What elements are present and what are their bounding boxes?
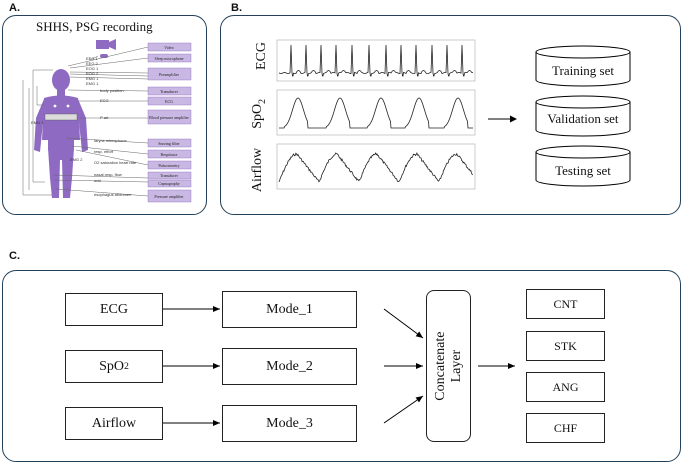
panel-a-frame [2, 15, 207, 215]
label-eeg1: EEG 1 [86, 56, 99, 61]
eq-capnography: Capnography [158, 181, 180, 186]
eq-respitrace: Respitrace [161, 152, 178, 157]
eq-transducer-1: Transducer [160, 89, 179, 94]
label-ecg: ECG [100, 98, 109, 103]
output-ang: ANG [526, 372, 605, 402]
label-emg1-left: EMG 1 [31, 120, 44, 125]
label-larynx: larynx microphone [94, 138, 127, 143]
dataset-cylinder-testing [535, 145, 631, 187]
eq-bp-amplifier: Blood pressure amplifier [149, 115, 189, 120]
label-body-position: body position [100, 88, 124, 93]
eq-snoring: Snoring filter [158, 141, 180, 146]
label-o2: O2 saturation heart rate [94, 160, 137, 165]
input-airflow: Airflow [65, 407, 163, 440]
ecg-plot-frame [276, 39, 476, 82]
human-body-icon [34, 69, 88, 198]
equipment-labels: Video Sleep microphone Preamplifier Tran… [149, 45, 189, 199]
output-chf: CHF [526, 413, 605, 443]
eq-sleep-mic: Sleep microphone [155, 56, 184, 61]
dataset-testing: Testing set [555, 163, 611, 178]
airflow-trace [278, 152, 473, 183]
body-labels: EMG 1 EEG 1 EEG 2 EOG 1 EOG 2 EMG 1 EMG … [31, 56, 137, 197]
arrow-to-datasets [510, 115, 517, 123]
mode-2: Mode_2 [222, 348, 357, 385]
panel-b-label: B. [231, 2, 242, 14]
video-camera-icon [96, 39, 116, 50]
panel-a-label: A. [9, 2, 20, 14]
spo2-plot-frame [276, 89, 476, 136]
dataset-cylinder-validation [535, 95, 631, 137]
arrow-mode3-concat [383, 395, 424, 424]
eq-preamplifier: Preamplifier [159, 72, 180, 77]
arrow-mode1-concat [383, 308, 424, 339]
output-cnt: CNT [526, 289, 605, 319]
output-stk: STK [526, 331, 605, 361]
label-eeg2: EEG 2 [86, 61, 99, 66]
eq-pulsoximetry: Pulsoximetry [158, 163, 179, 168]
dataset-cylinder-training [535, 45, 631, 87]
concatenate-layer: Concatenate Layer [426, 290, 471, 442]
input-ecg: ECG [65, 293, 163, 326]
eq-transducer-2: Transducer [160, 173, 179, 178]
dataset-training: Training set [552, 63, 614, 78]
mode-1: Mode_1 [222, 291, 357, 328]
label-eog2: EOG 2 [86, 71, 99, 76]
mode-3: Mode_3 [222, 405, 357, 442]
label-esophagus: esophagus abdomen [94, 192, 131, 197]
panel-b-frame [220, 15, 681, 215]
label-eog1: EOG 1 [86, 66, 99, 71]
spo2-trace [279, 97, 473, 129]
eq-ecg: ECG [165, 99, 173, 104]
label-resp-effort: resp. effort [94, 149, 114, 154]
label-oral: oral [94, 178, 101, 183]
eq-pressure-amp: Pressure amplifier [154, 194, 184, 199]
dataset-validation: Validation set [547, 111, 619, 126]
airflow-plot-frame [276, 143, 476, 190]
panel-c-label: C. [9, 250, 20, 262]
equipment-boxes [147, 42, 192, 203]
label-nasal: nasal resp. flow [94, 172, 122, 177]
label-part: P art [100, 115, 109, 120]
panel-a-title: SHHS, PSG recording [36, 19, 153, 34]
label-emg1-b: EMG 1 [86, 81, 99, 86]
label-emg2: EMG 2 [70, 157, 83, 162]
eq-video: Video [164, 45, 174, 50]
panel-c-frame [2, 270, 681, 462]
label-emg1-a: EMG 1 [86, 76, 99, 81]
ecg-trace [278, 44, 474, 77]
